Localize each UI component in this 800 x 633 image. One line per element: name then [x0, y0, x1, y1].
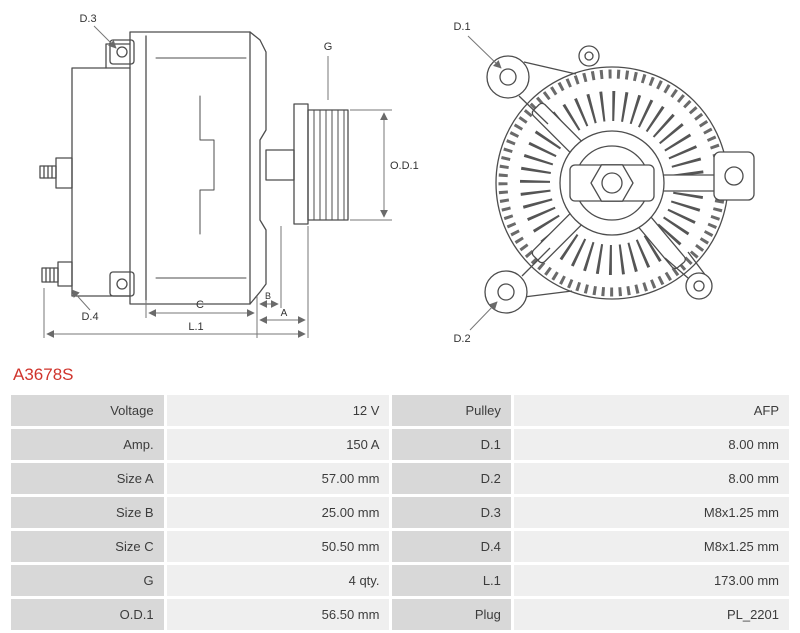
- dimension-lines: [43, 25, 502, 338]
- spec-table: Voltage 12 V Pulley AFP Amp. 150 A D.1 8…: [8, 392, 792, 633]
- spec-value: 8.00 mm: [513, 429, 789, 460]
- spec-value: 173.00 mm: [513, 565, 789, 596]
- part-number-heading: A3678S: [13, 365, 74, 384]
- spec-value: AFP: [513, 395, 789, 426]
- spec-label: D.1: [392, 429, 511, 460]
- alternator-front-view: [484, 45, 755, 314]
- spec-value: 150 A: [166, 429, 390, 460]
- spec-value: 56.50 mm: [166, 599, 390, 630]
- dim-label-g: G: [324, 41, 333, 53]
- dim-label-d3: D.3: [79, 13, 96, 25]
- dim-label-d1: D.1: [453, 21, 470, 33]
- spec-label: Amp.: [11, 429, 164, 460]
- dim-label-l1: L.1: [188, 321, 203, 333]
- spec-value: 8.00 mm: [513, 463, 789, 494]
- spec-row-voltage: Voltage 12 V Pulley AFP: [11, 395, 789, 426]
- spec-value: M8x1.25 mm: [513, 497, 789, 528]
- spec-row-g: G 4 qty. L.1 173.00 mm: [11, 565, 789, 596]
- dim-label-d4: D.4: [81, 311, 98, 323]
- spec-row-size-c: Size C 50.50 mm D.4 M8x1.25 mm: [11, 531, 789, 562]
- dim-label-a: A: [281, 308, 288, 319]
- technical-drawing-area: D.3 G D.1 O.D.1 D.4 D.2 C B A L.1: [39, 13, 755, 345]
- spec-value: 12 V: [166, 395, 390, 426]
- spec-row-size-b: Size B 25.00 mm D.3 M8x1.25 mm: [11, 497, 789, 528]
- spec-value: PL_2201: [513, 599, 789, 630]
- dim-label-c: C: [196, 299, 204, 311]
- dim-label-b: B: [265, 291, 271, 301]
- spec-label: Size C: [11, 531, 164, 562]
- spec-label: Pulley: [392, 395, 511, 426]
- spec-label: L.1: [392, 565, 511, 596]
- drawing-labels: D.3 G D.1 O.D.1 D.4 D.2 C B A L.1: [79, 13, 470, 345]
- spec-label: Plug: [392, 599, 511, 630]
- spec-label: D.4: [392, 531, 511, 562]
- spec-row-od1: O.D.1 56.50 mm Plug PL_2201: [11, 599, 789, 630]
- spec-label: G: [11, 565, 164, 596]
- spec-label: Voltage: [11, 395, 164, 426]
- spec-label: D.3: [392, 497, 511, 528]
- spec-label: D.2: [392, 463, 511, 494]
- dim-label-od1: O.D.1: [390, 160, 419, 172]
- alternator-side-view: [39, 31, 349, 305]
- spec-label: Size A: [11, 463, 164, 494]
- spec-value: 57.00 mm: [166, 463, 390, 494]
- alternator-technical-drawing: D.3 G D.1 O.D.1 D.4 D.2 C B A L.1: [39, 13, 755, 345]
- spec-row-size-a: Size A 57.00 mm D.2 8.00 mm: [11, 463, 789, 494]
- spec-label: O.D.1: [11, 599, 164, 630]
- spec-value: 25.00 mm: [166, 497, 390, 528]
- spec-row-amp: Amp. 150 A D.1 8.00 mm: [11, 429, 789, 460]
- spec-label: Size B: [11, 497, 164, 528]
- spec-value: 4 qty.: [166, 565, 390, 596]
- spec-value: 50.50 mm: [166, 531, 390, 562]
- spec-value: M8x1.25 mm: [513, 531, 789, 562]
- dim-label-d2: D.2: [453, 333, 470, 345]
